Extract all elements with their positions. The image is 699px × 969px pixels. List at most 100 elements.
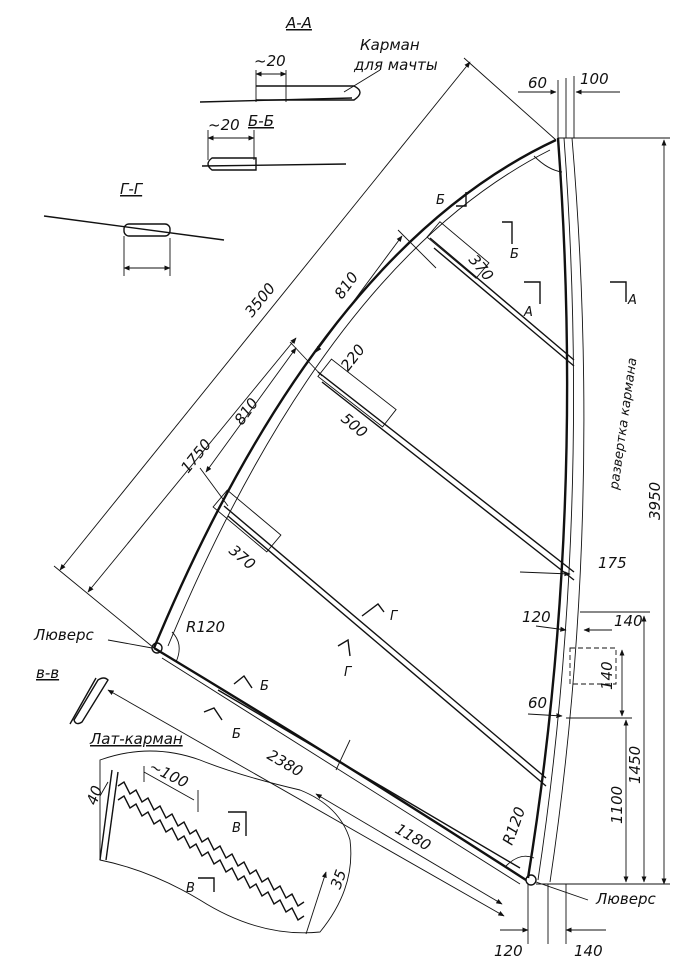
dim-120-mid-arrow (535, 625, 567, 632)
dim-810-ext (397, 229, 437, 269)
callout-labels: Карман для мачты развертка кармана Лювер… (33, 36, 656, 908)
mark-g-2: Г (344, 665, 353, 680)
leader-lyuvers-left (107, 639, 153, 649)
dim-1750: 1750 (177, 436, 215, 477)
leader-lyuvers-right (535, 881, 589, 901)
bb-pocket-shape (207, 157, 257, 171)
pocket-cutout-box (569, 647, 617, 685)
dim-35-lat: 35 (327, 867, 350, 891)
dim-370-top: 370 (465, 251, 497, 285)
section-bb-detail (201, 130, 347, 171)
section-title-aa: А-А (285, 14, 312, 32)
dim-3500: 3500 (241, 280, 279, 321)
dim-3500-line (59, 61, 471, 571)
mark-g-1: Г (390, 609, 399, 624)
dim-3950: 3950 (646, 482, 664, 520)
dim-175: 175 (598, 554, 627, 572)
lat-dim100-line (143, 771, 195, 801)
lat-edge-left (99, 769, 113, 861)
lat-pocket-detail (99, 750, 352, 935)
dim-60-top: 60 (528, 74, 547, 92)
mark-a-2: А (627, 293, 637, 308)
lyuvers-right-ring (525, 874, 537, 886)
marker-b-top-right (502, 221, 513, 244)
dim-140-bottom: 140 (574, 942, 603, 960)
dim-220: 220 (337, 341, 369, 375)
mark-b-2: Б (510, 247, 519, 262)
marker-b-foot-upper (233, 674, 253, 689)
radius-arc-left (171, 631, 180, 663)
leech-edge (152, 138, 557, 649)
mark-b-3: Б (260, 679, 269, 694)
dim-40-lat: 40 (83, 783, 106, 807)
dim-r120-left: R120 (186, 618, 225, 636)
section-aa-detail (199, 69, 381, 103)
lat-zigzag-upper (117, 780, 305, 908)
dim-810-mid-line (205, 347, 297, 473)
marker-a-right (610, 281, 627, 302)
dim-370-bottom: 370 (225, 541, 259, 573)
dim-810-top-line (315, 235, 403, 353)
section-gg-detail (43, 215, 225, 276)
marker-a-left (524, 281, 541, 304)
batten-3b (227, 515, 547, 787)
label-lyuvers-right: Люверс (595, 890, 656, 908)
dim-3500-ext1 (53, 565, 155, 649)
batten-1b (433, 247, 575, 367)
dim-120-mid: 120 (522, 608, 551, 626)
dim-60-mid-arrow (527, 713, 563, 719)
leech-tape (167, 149, 551, 647)
dim-1180-line (315, 793, 503, 905)
mark-v-1: В (232, 821, 241, 836)
dim-175-arrow (519, 571, 571, 577)
label-mast-pocket-1: Карман (360, 36, 420, 54)
label-lyuvers-left: Люверс (33, 626, 94, 644)
dim-1450: 1450 (626, 746, 644, 784)
lat-dim35-line (305, 871, 327, 935)
dim-r120-right: R120 (499, 805, 529, 848)
mark-b-1: Б (436, 193, 445, 208)
dim-810-mid-ext2 (199, 467, 229, 507)
dim-1180: 1180 (392, 820, 434, 855)
dimension-lines-right (500, 76, 670, 944)
section-titles: А-А Б-Б Г-Г в-в (36, 14, 312, 682)
label-lat-pocket: Лат-карман (89, 730, 183, 748)
dim-3500-ext2 (463, 57, 557, 141)
dim-1100: 1100 (608, 786, 626, 824)
section-title-bb: Б-Б (248, 112, 274, 130)
lat-edge-left2 (105, 771, 119, 861)
marker-g-lower (337, 638, 351, 657)
vv-pocket-shape (73, 677, 109, 725)
lat-zigzag-lower (117, 794, 305, 922)
vv-line (69, 677, 97, 725)
lat-marker-v-upper (228, 811, 247, 836)
marker-g-upper (361, 603, 385, 617)
aa-leader (343, 69, 381, 93)
dim-100-top: 100 (580, 70, 609, 88)
gg-pocket-shape (123, 223, 171, 237)
dim-810-mid: 810 (231, 395, 262, 429)
luff-pocket-outer (549, 137, 585, 883)
batten-2b (321, 381, 575, 581)
section-title-gg: Г-Г (120, 180, 144, 198)
lat-pocket-torn-outline (99, 750, 352, 934)
mark-b-4: Б (232, 727, 241, 742)
batten-1 (429, 237, 575, 361)
marker-b-top-left (456, 192, 467, 207)
dim-60-mid: 60 (528, 694, 547, 712)
dim-100-lat: ~100 (146, 757, 191, 791)
head-patch (533, 155, 563, 173)
luff-pocket-inner (537, 137, 574, 881)
label-mast-pocket-2: для мачты (353, 56, 438, 74)
mark-a-1: А (523, 305, 533, 320)
radius-arc-right (505, 855, 535, 867)
dim-20-aa: ~20 (254, 52, 286, 70)
dim-140-mid: 140 (614, 612, 643, 630)
dimension-lines-left (53, 57, 589, 917)
mark-v-2: В (186, 881, 195, 896)
lat-marker-v-lower (198, 877, 215, 892)
lat-dim40-tick (99, 781, 109, 797)
label-pocket-layout: развертка кармана (607, 357, 640, 492)
